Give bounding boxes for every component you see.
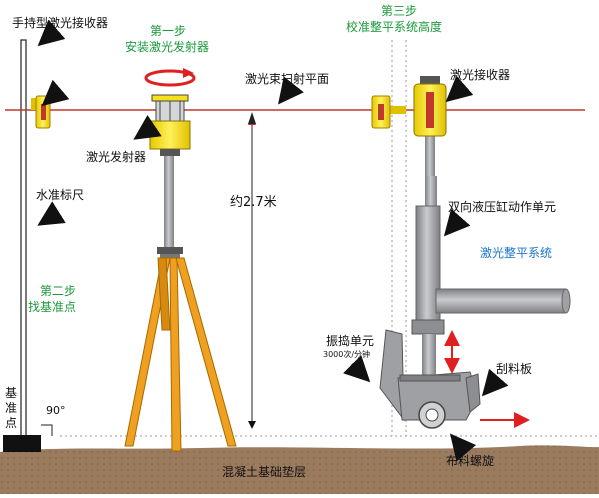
hydraulic-unit-label: 双向液压缸动作单元 [448, 200, 557, 214]
level-rod [20, 39, 27, 437]
step2-desc: 找基准点 [28, 300, 77, 314]
rotation-arrow-icon [144, 68, 196, 87]
concrete-base [0, 445, 599, 494]
callout-arrow-icon [37, 19, 509, 462]
horizontal-beam [435, 288, 567, 314]
tripod [124, 257, 237, 452]
height-label: 约2.7米 [230, 195, 277, 210]
emitter-pole [164, 156, 174, 248]
laser-plane-label: 激光束扫射平面 [245, 72, 330, 86]
reference-block [3, 435, 41, 452]
laser-receiver-label: 激光接收器 [450, 68, 511, 82]
laser-emitter [149, 94, 191, 156]
laser-emitter-label: 激光发射器 [86, 150, 147, 164]
step3-desc: 校准整平系统高度 [346, 20, 443, 34]
step2-title: 第二步 [40, 284, 77, 298]
reference-point-label: 基准点 [4, 386, 17, 430]
vibration-unit-label: 振捣单元 [326, 334, 375, 348]
screed-head [379, 329, 481, 422]
step3-title: 第三步 [381, 4, 418, 18]
auger-wheel [418, 401, 446, 429]
angle-label: 90° [46, 404, 66, 417]
laser-receiver [413, 76, 447, 137]
leveling-system-label: 激光整平系统 [480, 246, 553, 260]
handheld-receiver-label: 手持型激光接收器 [12, 16, 109, 30]
scraper-label: 刮料板 [496, 362, 533, 376]
step1-title: 第一步 [150, 24, 187, 38]
receiver-small-right [371, 95, 406, 129]
angle-mark [41, 424, 53, 436]
level-rod-label: 水准标尺 [36, 188, 85, 202]
hydraulic-rod [425, 176, 437, 206]
step1-desc: 安装激光发射器 [125, 40, 210, 54]
auger-label: 布料螺旋 [446, 454, 495, 468]
concrete-base-label: 混凝土基础垫层 [222, 465, 307, 479]
vibration-rate-label: 3000次/分钟 [323, 350, 371, 359]
